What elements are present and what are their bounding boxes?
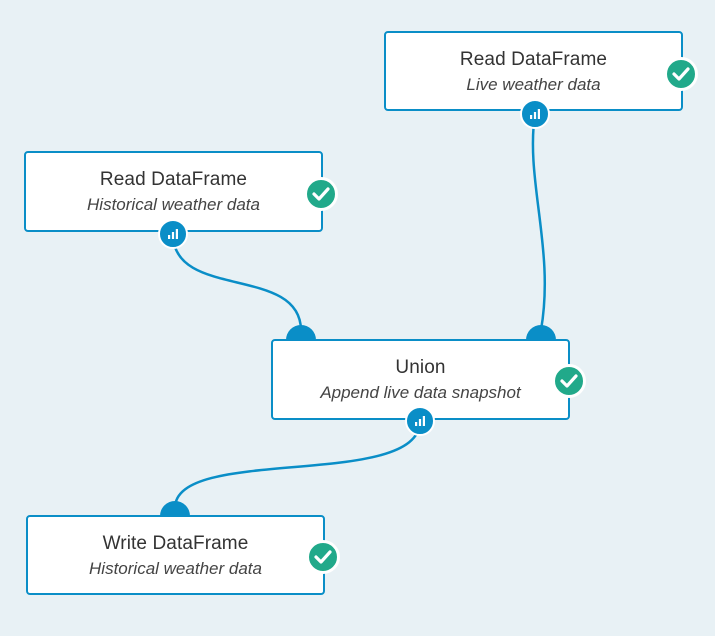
input-port-left[interactable] bbox=[286, 325, 316, 340]
output-port[interactable] bbox=[158, 219, 188, 249]
edge-live-to-union bbox=[531, 113, 547, 331]
check-circle-icon bbox=[306, 540, 340, 574]
check-circle-icon bbox=[552, 364, 586, 398]
bar-chart-icon bbox=[530, 109, 540, 119]
edge-historical-to-union bbox=[171, 233, 303, 331]
node-title: Read DataFrame bbox=[99, 169, 248, 190]
node-subtitle: Historical weather data bbox=[87, 195, 260, 214]
input-port[interactable] bbox=[160, 501, 190, 516]
check-circle-icon bbox=[304, 177, 338, 211]
node-subtitle: Live weather data bbox=[466, 75, 601, 94]
node-subtitle: Append live data snapshot bbox=[320, 383, 521, 402]
node-read-live[interactable]: Read DataFrame Live weather data bbox=[384, 31, 683, 111]
bar-chart-icon bbox=[415, 416, 425, 426]
output-port[interactable] bbox=[405, 406, 435, 436]
node-read-historical[interactable]: Read DataFrame Historical weather data bbox=[24, 151, 323, 232]
edge-union-to-write bbox=[173, 420, 422, 509]
node-title: Read DataFrame bbox=[459, 49, 608, 70]
node-subtitle: Historical weather data bbox=[89, 559, 262, 578]
node-write-historical[interactable]: Write DataFrame Historical weather data bbox=[26, 515, 325, 595]
node-title: Write DataFrame bbox=[102, 533, 249, 554]
node-title: Union bbox=[395, 357, 446, 378]
check-circle-icon bbox=[664, 57, 698, 91]
bar-chart-icon bbox=[168, 229, 178, 239]
input-port-right[interactable] bbox=[526, 325, 556, 340]
output-port[interactable] bbox=[520, 99, 550, 129]
